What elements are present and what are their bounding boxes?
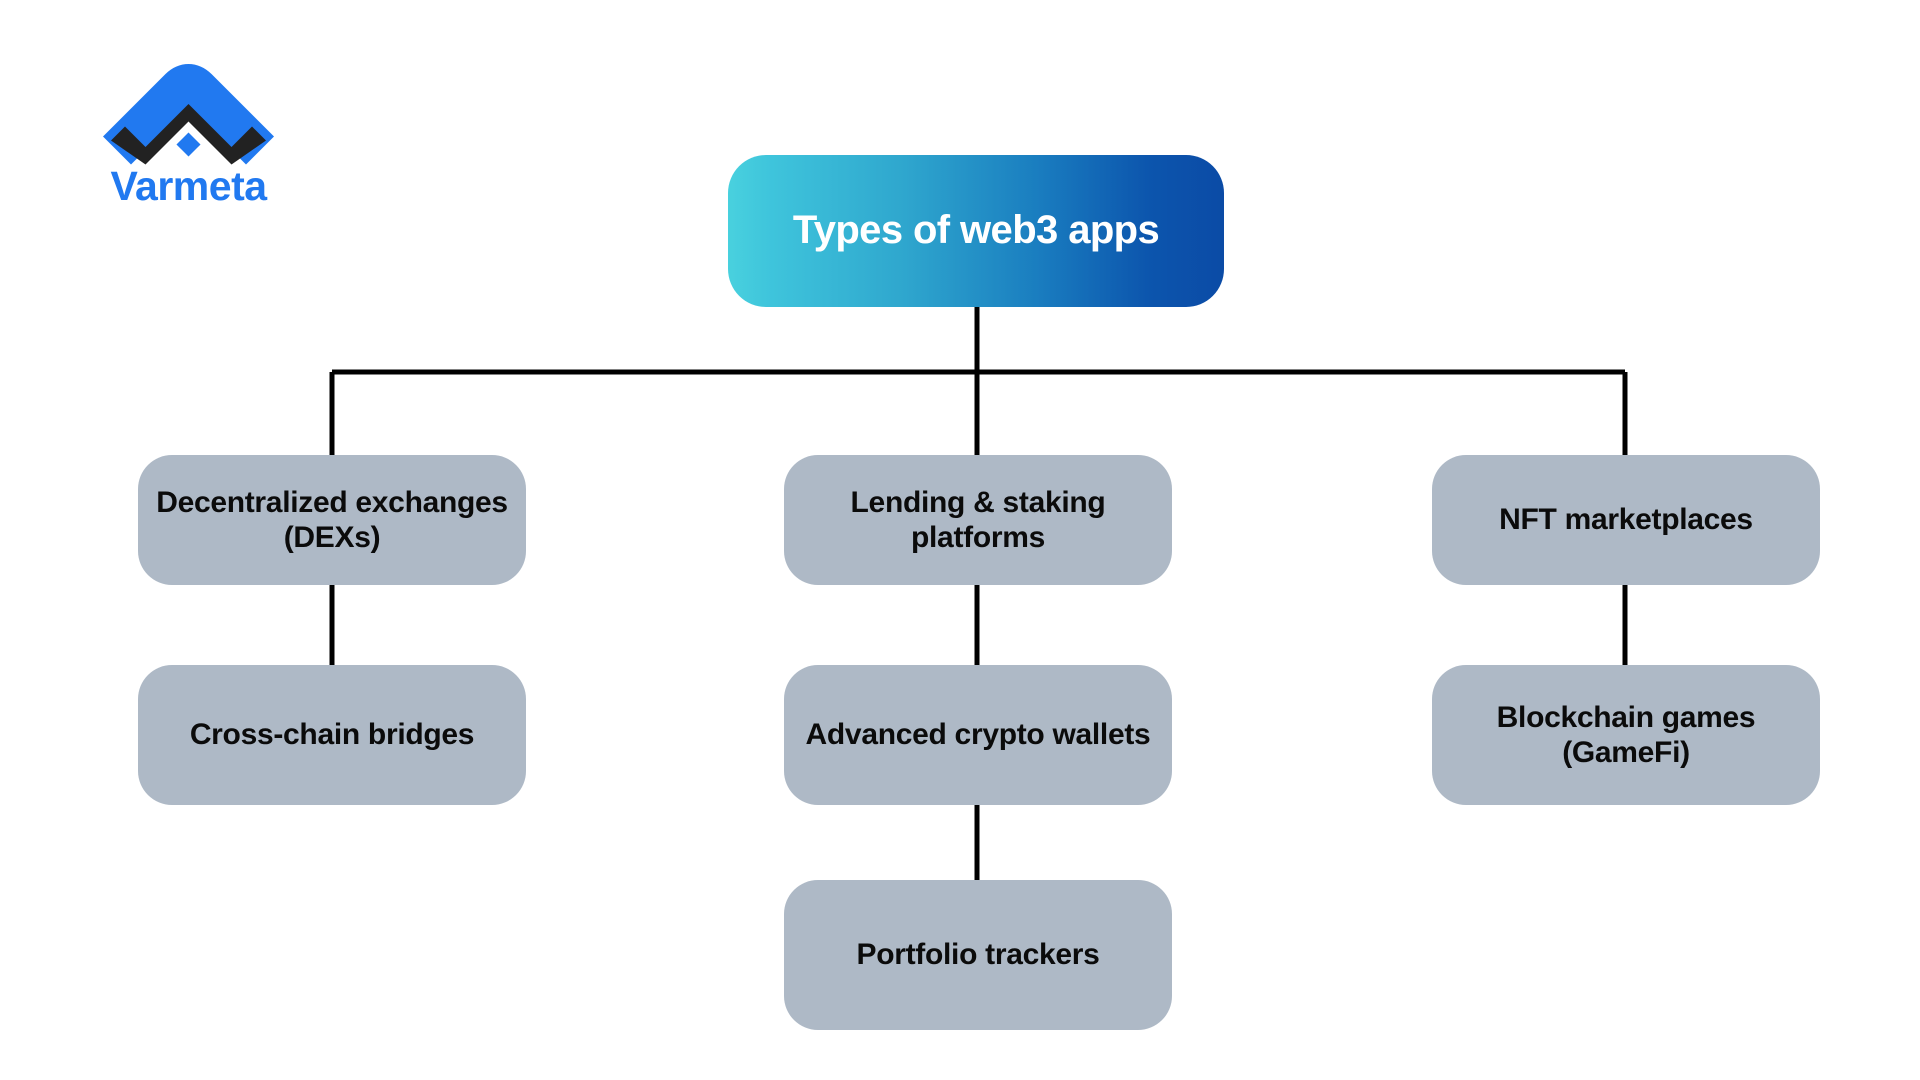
node-cross-chain-bridges[interactable]: Cross-chain bridges — [138, 665, 526, 805]
varmeta-chevron-logo-icon — [103, 64, 274, 165]
root-node-types-of-web3-apps[interactable]: Types of web3 apps — [728, 155, 1224, 307]
node-lending-staking-platforms[interactable]: Lending & staking platforms — [784, 455, 1172, 585]
node-nft-marketplaces[interactable]: NFT marketplaces — [1432, 455, 1820, 585]
varmeta-logo: Varmeta — [96, 58, 281, 208]
node-decentralized-exchanges[interactable]: Decentralized exchanges (DEXs) — [138, 455, 526, 585]
node-portfolio-trackers[interactable]: Portfolio trackers — [784, 880, 1172, 1030]
node-blockchain-games-gamefi[interactable]: Blockchain games (GameFi) — [1432, 665, 1820, 805]
brand-name: Varmeta — [110, 163, 267, 209]
node-advanced-crypto-wallets[interactable]: Advanced crypto wallets — [784, 665, 1172, 805]
